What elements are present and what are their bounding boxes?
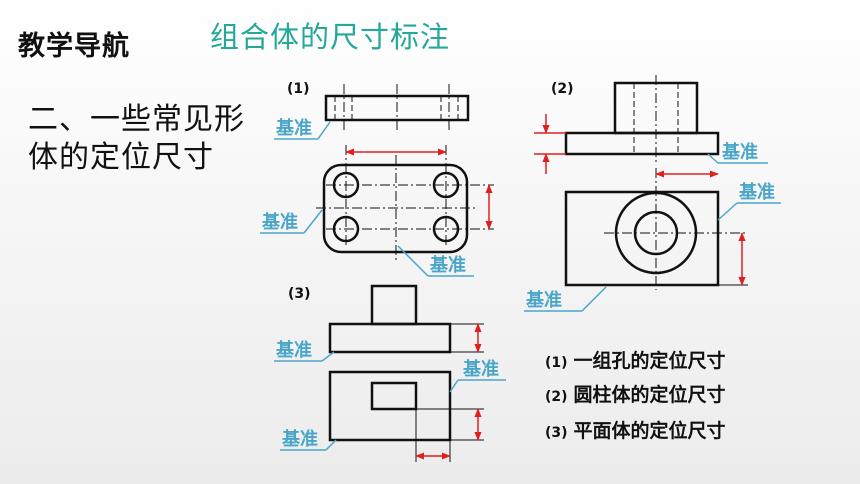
figure-2-number: (2) [551, 81, 574, 97]
svg-text:基准: 基准 [429, 254, 466, 276]
figure-3-number: (3) [288, 286, 311, 302]
base-top-view [328, 370, 452, 442]
section-heading-line1: 二、一些常见形 [28, 102, 245, 137]
svg-text:基准: 基准 [275, 339, 312, 361]
block-front-view [370, 284, 418, 326]
legend-item-2: (2) 圆柱体的定位尺寸 [545, 380, 726, 407]
base-plate-top-view [564, 190, 720, 287]
svg-text:基准: 基准 [721, 141, 758, 163]
legend-item-1: (1) 一组孔的定位尺寸 [545, 346, 726, 373]
datum-label-1b: 基准 [260, 209, 323, 234]
datum-label-2b: 基准 [717, 181, 781, 221]
nav-title: 教学导航 [18, 31, 130, 62]
svg-text:基准: 基准 [275, 117, 312, 139]
topic-title: 组合体的尺寸标注 [210, 20, 451, 54]
figure-1: (1) 基准 [260, 81, 494, 277]
base-plate-front-view [564, 131, 720, 156]
figure-3: (3) 基准 基准 基准 [274, 284, 506, 462]
block-top-view [370, 381, 418, 411]
svg-text:基准: 基准 [525, 289, 562, 311]
datum-label-3a: 基准 [274, 339, 335, 362]
base-thickness-dim [534, 114, 566, 174]
legend-text: 一组孔的定位尺寸 [573, 350, 726, 372]
svg-text:基准: 基准 [462, 358, 499, 380]
svg-text:基准: 基准 [738, 181, 775, 203]
datum-label-3c: 基准 [280, 428, 337, 451]
legend-number: (1) [545, 355, 568, 371]
legend-number: (3) [545, 425, 568, 441]
legend-number: (2) [545, 389, 568, 405]
section-heading-line2: 体的定位尺寸 [28, 140, 214, 175]
figure-1-number: (1) [287, 81, 310, 97]
base-front-view [328, 322, 452, 354]
legend-item-3: (3) 平面体的定位尺寸 [545, 416, 726, 443]
datum-label-1a: 基准 [274, 117, 331, 140]
legend-text: 圆柱体的定位尺寸 [573, 384, 726, 406]
legend-text: 平面体的定位尺寸 [573, 420, 726, 442]
figure-2: (2) 基准 基准 [524, 75, 781, 312]
datum-label-2c: 基准 [524, 286, 607, 312]
datum-label-1c: 基准 [397, 245, 474, 277]
datum-label-2a: 基准 [707, 141, 768, 164]
svg-text:基准: 基准 [261, 211, 298, 233]
datum-label-3b: 基准 [449, 358, 506, 393]
svg-text:基准: 基准 [281, 428, 318, 450]
